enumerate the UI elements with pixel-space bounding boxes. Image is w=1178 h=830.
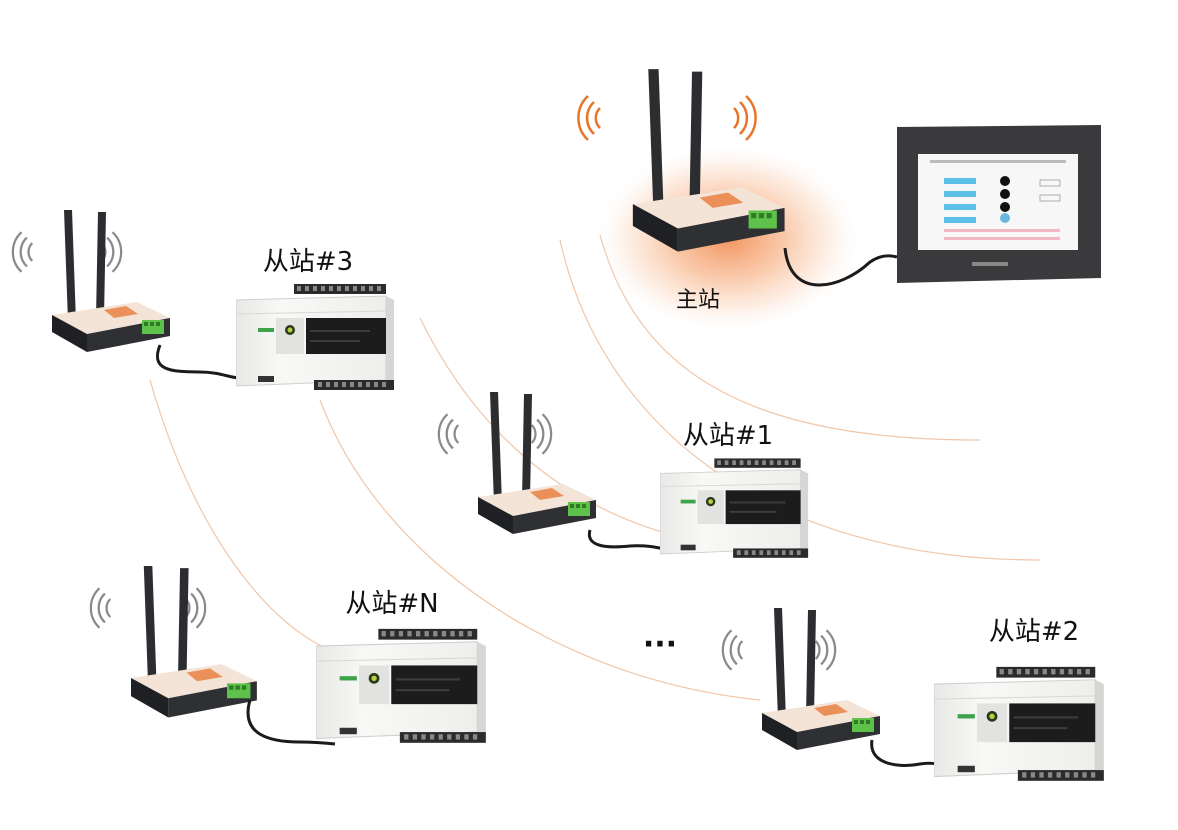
slave-2-plc-icon — [934, 666, 1105, 782]
slave-n-label: 从站#N — [345, 589, 438, 619]
slave-1-cable — [587, 529, 666, 551]
slave-1-plc-icon — [660, 458, 809, 559]
slave-n-wave-right-icon — [184, 587, 207, 629]
slave-3-gateway-icon — [52, 210, 170, 352]
master-cable — [783, 247, 898, 287]
slave-3-label: 从站#3 — [263, 247, 353, 277]
slave-n-gateway-icon — [131, 566, 257, 718]
ellipsis-more-slaves: ··· — [643, 627, 677, 662]
hmi-panel — [897, 125, 1101, 283]
slave-1-wave-right-icon — [530, 413, 553, 455]
slave-3-wave-left-icon — [11, 231, 34, 273]
slave-3-plc-icon — [236, 284, 395, 391]
slave-n-plc-icon — [316, 628, 487, 744]
slave-2-gateway-icon — [762, 608, 880, 750]
slave-1-label: 从站#1 — [683, 421, 773, 451]
slave-2-wave-right-icon — [814, 629, 837, 671]
slave-2-wave-left-icon — [721, 629, 744, 671]
slave-n-wave-left-icon — [89, 587, 112, 629]
master-wave-right-icon — [732, 94, 757, 142]
slave-2-label: 从站#2 — [989, 617, 1079, 647]
slave-1-gateway-icon — [478, 392, 596, 534]
slave-n-cable — [246, 699, 336, 746]
slave-3-cable — [156, 344, 241, 380]
master-wave-left-icon — [577, 94, 602, 142]
slave-1-wave-left-icon — [437, 413, 460, 455]
master-label: 主站 — [676, 288, 720, 313]
